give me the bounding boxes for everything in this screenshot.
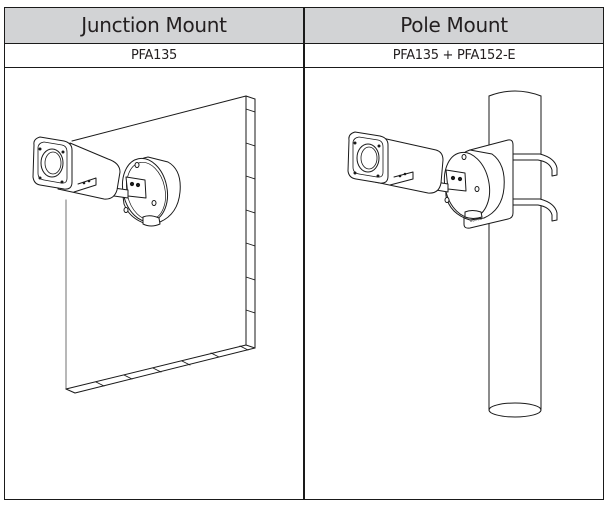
pole-mount-model: PFA135 + PFA152-E	[392, 48, 516, 63]
junction-mount-heading: Junction Mount	[81, 13, 227, 37]
pole-bottom-ellipse	[488, 402, 542, 418]
wall-top-edge	[71, 95, 247, 142]
pole-mount-heading: Pole Mount	[400, 13, 508, 37]
wall-right-segments	[245, 108, 256, 314]
bullet-camera-right	[347, 131, 444, 194]
junction-box-left	[113, 156, 181, 227]
wall-bottom-side-edge	[74, 347, 256, 394]
pole-illustration	[488, 90, 542, 418]
junction-mount-model: PFA135	[130, 48, 178, 63]
bullet-camera-left	[32, 136, 121, 200]
wall-bottom-segments	[95, 345, 249, 387]
junction-box-right	[435, 149, 505, 221]
wall-illustration	[65, 95, 256, 394]
wall-bottom-front-edge	[65, 344, 247, 390]
mount-table: Junction Mount Pole Mount PFA135 PFA135 …	[4, 7, 604, 500]
pole-clamps	[510, 153, 558, 222]
pole-top	[488, 90, 542, 97]
column-divider	[303, 8, 305, 499]
